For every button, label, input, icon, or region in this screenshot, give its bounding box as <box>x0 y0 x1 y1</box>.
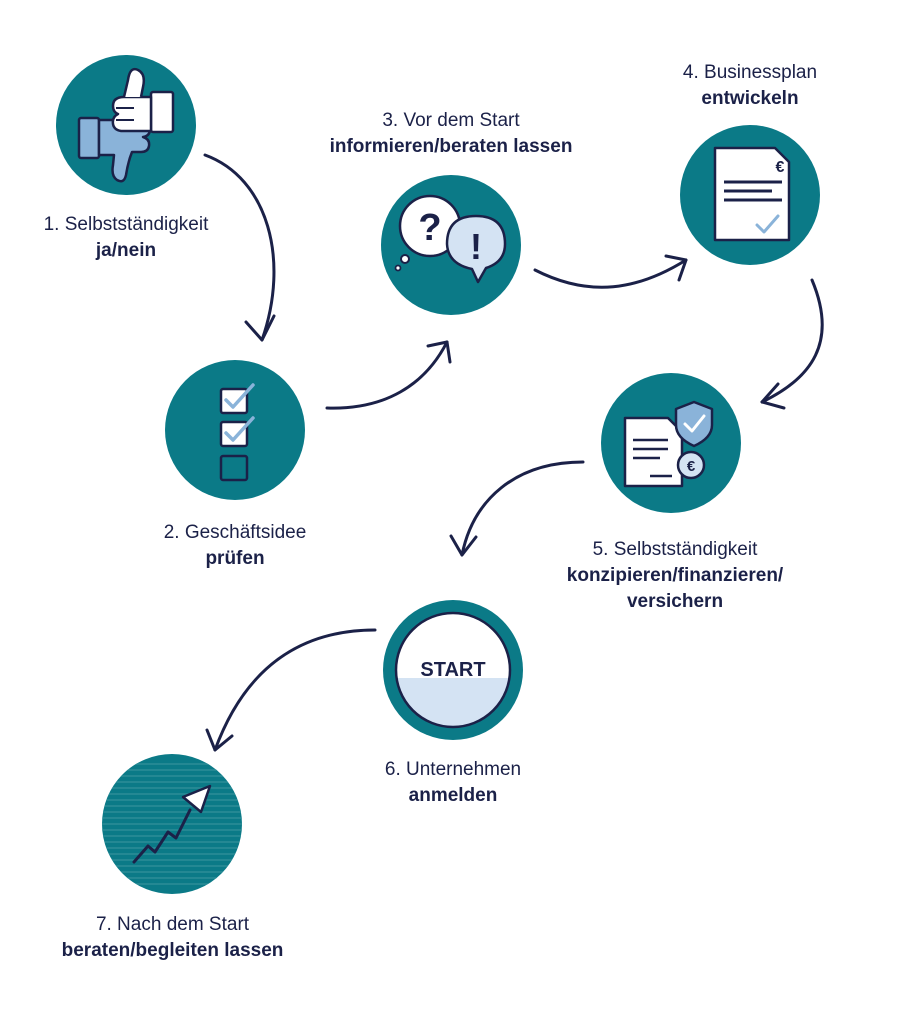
step-6-action: anmelden <box>408 785 498 806</box>
step-5-title: 5. Selbstständigkeit <box>592 539 758 560</box>
step-5-circle: € <box>601 373 741 513</box>
step-7-circle <box>102 754 242 894</box>
arrow-3-to-4 <box>533 254 688 289</box>
euro-document-check-icon: € <box>713 146 791 242</box>
arrow-5-to-6 <box>449 460 585 557</box>
step-1-title: 1. Selbstständigkeit <box>43 214 209 235</box>
arrow-2-to-3 <box>325 340 452 410</box>
step-5-action-cont: versichern <box>626 591 724 612</box>
arrow-4-to-5 <box>760 278 824 410</box>
step-5-action: konzipieren/finanzieren/ <box>566 565 784 586</box>
svg-text:!: ! <box>470 226 482 267</box>
step-1-label: 1. Selbstständigkeit ja/nein <box>0 212 252 264</box>
step-6-title: 6. Unternehmen <box>384 759 522 780</box>
checklist-icon <box>219 383 255 482</box>
step-6-circle: START <box>383 600 523 740</box>
svg-text:€: € <box>687 458 696 475</box>
thumbs-up-down-icon <box>77 67 175 183</box>
step-3-label: 3. Vor dem Start informieren/beraten las… <box>290 108 612 160</box>
question-exclamation-bubbles-icon: ? ! <box>394 194 507 284</box>
step-7-label: 7. Nach dem Start beraten/begleiten lass… <box>20 912 325 964</box>
arrow-1-to-2 <box>203 153 276 342</box>
step-6-label: 6. Unternehmen anmelden <box>330 757 576 809</box>
svg-text:€: € <box>776 159 785 176</box>
step-4-title: 4. Businessplan <box>682 62 818 83</box>
step-5-label: 5. Selbstständigkeit konzipieren/finanzi… <box>530 537 820 615</box>
document-shield-euro-icon: € <box>623 400 714 488</box>
step-3-action: informieren/beraten lassen <box>329 136 573 157</box>
arrow-6-to-7 <box>205 628 377 752</box>
step-1-action: ja/nein <box>95 240 157 261</box>
step-2-label: 2. Geschäftsidee prüfen <box>105 520 365 572</box>
step-4-circle: € <box>680 125 820 265</box>
step-4-label: 4. Businessplan entwickeln <box>640 60 860 112</box>
step-2-circle <box>165 360 305 500</box>
step-7-action: beraten/begleiten lassen <box>61 940 284 961</box>
start-badge-text: START <box>420 659 485 681</box>
growth-arrow-icon <box>132 784 212 864</box>
step-3-title: 3. Vor dem Start <box>382 110 520 131</box>
step-7-title: 7. Nach dem Start <box>95 914 250 935</box>
svg-text:?: ? <box>418 207 441 249</box>
step-2-action: prüfen <box>205 548 265 569</box>
step-4-action: entwickeln <box>701 88 799 109</box>
step-2-title: 2. Geschäftsidee <box>163 522 307 543</box>
step-3-circle: ? ! <box>381 175 521 315</box>
step-1-circle <box>56 55 196 195</box>
